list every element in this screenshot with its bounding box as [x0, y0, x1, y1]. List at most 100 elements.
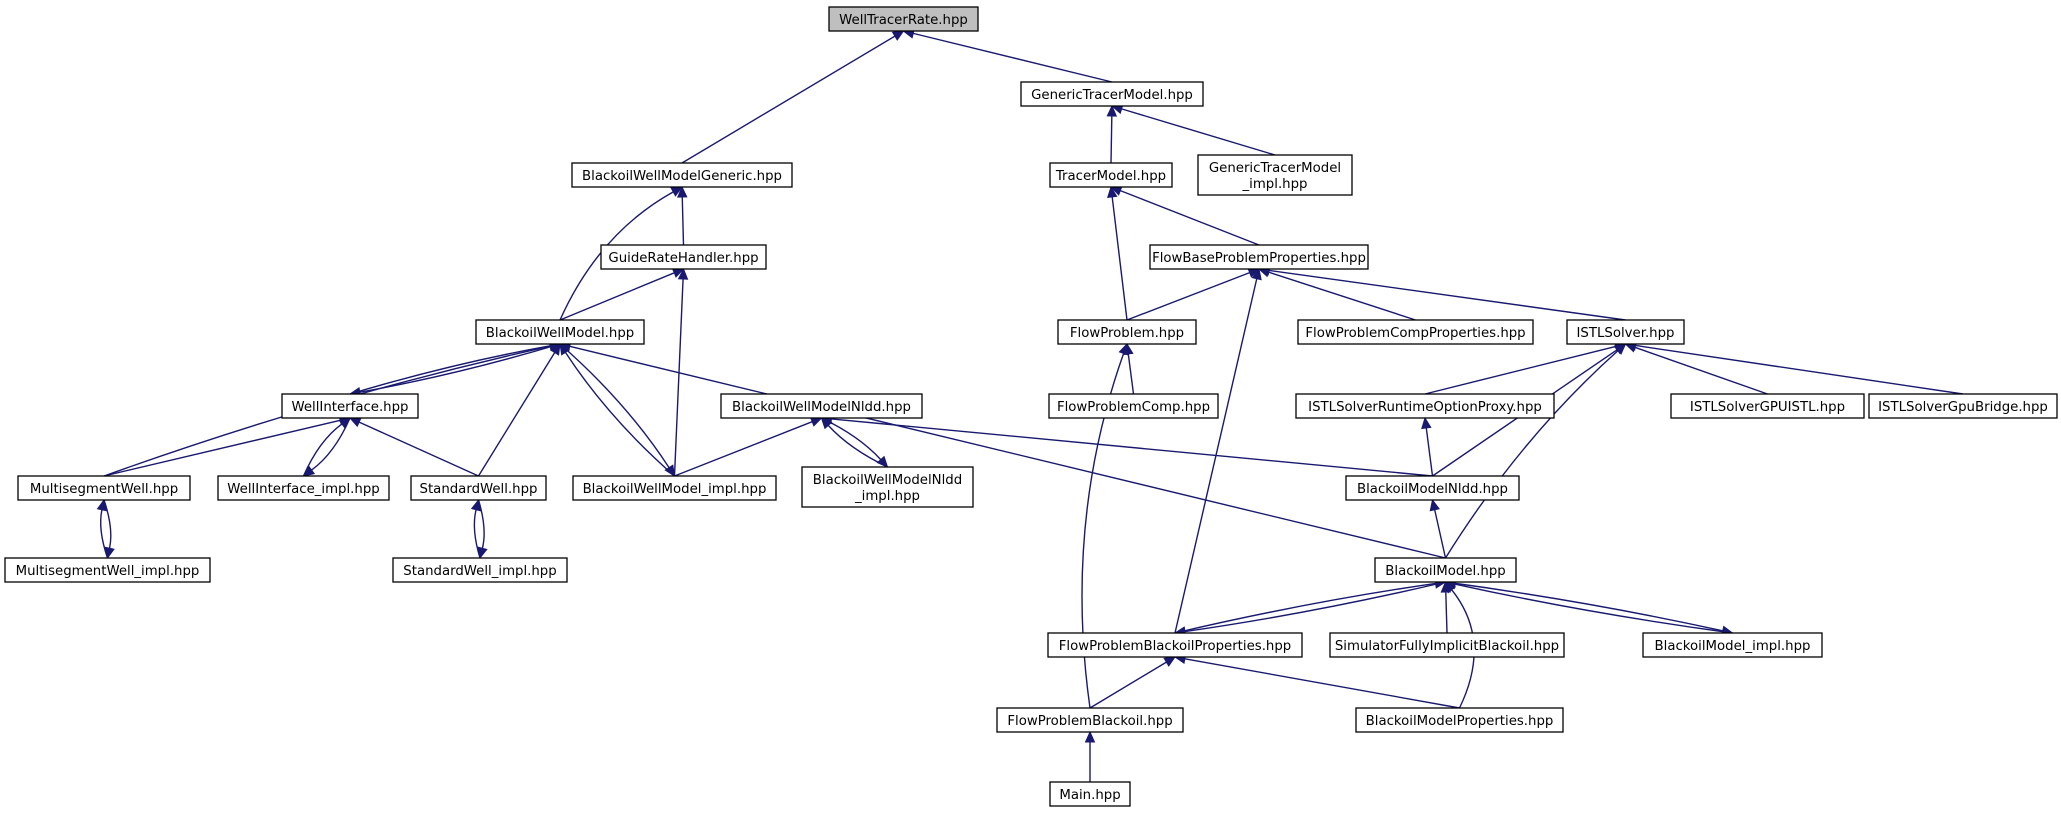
edge-line	[1120, 189, 1260, 246]
node-box	[801, 466, 974, 508]
node-box	[1374, 557, 1517, 583]
node-box	[1355, 707, 1564, 733]
node-tracermodel[interactable]: TracerModel.hpp	[1049, 162, 1173, 188]
node-istlsolvergpuistl[interactable]: ISTLSolverGPUISTL.hpp	[1670, 393, 1865, 419]
node-generictracermodel-impl[interactable]: GenericTracerModel_impl.hpp	[1197, 154, 1353, 196]
node-box	[17, 475, 191, 501]
node-label: WellTracerRate.hpp	[839, 13, 968, 28]
arrowhead-icon	[1107, 185, 1118, 199]
node-flowproblemblackoil[interactable]: FlowProblemBlackoil.hpp	[996, 707, 1184, 733]
edge-line	[477, 499, 485, 549]
edge-blackoilmodel-to-blackoilwellmodel	[558, 341, 1446, 559]
edge-line	[674, 421, 813, 477]
node-blackoilwellmodel[interactable]: BlackoilWellModel.hpp	[475, 319, 645, 345]
arrowhead-icon	[664, 464, 676, 478]
node-label: BlackoilWellModel_impl.hpp	[583, 482, 767, 497]
edge-line	[1111, 196, 1128, 321]
edge-line	[821, 417, 882, 461]
arrowhead-icon	[1118, 342, 1129, 356]
node-label: FlowProblemComp.hpp	[1057, 400, 1210, 415]
edge-line	[1121, 108, 1276, 156]
edge-line	[1424, 345, 1616, 395]
edge-wellinterface-to-blackoilwellmodel	[349, 340, 562, 395]
node-welltracerrate: WellTracerRate.hpp	[828, 6, 979, 32]
node-box	[1329, 632, 1565, 658]
node-standardwell-impl[interactable]: StandardWell_impl.hpp	[392, 557, 568, 583]
node-blackoilwellmodelnldd[interactable]: BlackoilWellModelNldd.hpp	[720, 393, 923, 419]
arrowhead-icon	[809, 416, 823, 427]
edge-line	[673, 278, 684, 477]
node-blackoilmodelnldd[interactable]: BlackoilModelNldd.hpp	[1345, 475, 1520, 501]
node-wellinterface[interactable]: WellInterface.hpp	[281, 393, 419, 419]
edge-line	[1268, 271, 1416, 321]
node-box	[392, 557, 568, 583]
arrowhead-icon	[302, 465, 316, 477]
edge-line	[681, 196, 685, 246]
edge-flowproblemcompproperties-to-flowbaseproblemproperties	[1257, 267, 1416, 321]
node-blackoilwellmodelnldd-impl[interactable]: BlackoilWellModelNldd_impl.hpp	[801, 466, 974, 508]
node-blackoilmodel[interactable]: BlackoilModel.hpp	[1374, 557, 1517, 583]
arrowhead-icon	[104, 546, 115, 560]
edge-blackoilwellmodel-impl-to-blackoilwellmodelnldd	[674, 416, 823, 477]
node-label: BlackoilModel_impl.hpp	[1655, 639, 1811, 654]
edge-line	[1634, 346, 1768, 395]
node-label: BlackoilWellModelGeneric.hpp	[582, 169, 782, 184]
node-box	[1057, 319, 1197, 345]
arrowhead-icon	[876, 455, 889, 468]
edge-blackoilwellmodelnldd-to-blackoilwellmodelnldd-impl	[821, 417, 889, 468]
edge-line	[1434, 509, 1447, 559]
edge-line	[1126, 271, 1250, 321]
arrowhead-icon	[1444, 581, 1457, 594]
edge-guideratehandler-to-blackoilwellmodelgeneric	[676, 185, 688, 246]
edge-line	[103, 499, 112, 549]
edge-flowproblem-to-flowbaseproblemproperties	[1126, 267, 1261, 321]
edge-line	[1455, 583, 1733, 634]
node-blackoilwellmodelgeneric[interactable]: BlackoilWellModelGeneric.hpp	[571, 162, 793, 188]
node-label: ISTLSolverGPUISTL.hpp	[1690, 400, 1845, 415]
edge-standardwell-to-standardwell-impl	[477, 499, 488, 560]
node-label: StandardWell_impl.hpp	[403, 564, 556, 579]
node-simulatorfullyimplicitblackoil[interactable]: SimulatorFullyImplicitBlackoil.hpp	[1329, 632, 1565, 658]
node-blackoilwellmodel-impl[interactable]: BlackoilWellModel_impl.hpp	[572, 475, 777, 501]
node-box	[571, 162, 793, 188]
arrowhead-icon	[477, 546, 488, 560]
node-box	[572, 475, 777, 501]
node-flowproblemblackoilproperties[interactable]: FlowProblemBlackoilProperties.hpp	[1047, 632, 1303, 658]
edge-multisegmentwell-to-wellinterface	[103, 415, 352, 477]
edge-line	[1184, 581, 1446, 633]
node-istlsolverruntimeoptionproxy[interactable]: ISTLSolverRuntimeOptionProxy.hpp	[1295, 393, 1555, 419]
node-flowbaseproblemproperties[interactable]: FlowBaseProblemProperties.hpp	[1149, 244, 1369, 270]
node-label: Main.hpp	[1059, 788, 1120, 803]
node-multisegmentwell[interactable]: MultisegmentWell.hpp	[17, 475, 191, 501]
node-guideratehandler[interactable]: GuideRateHandler.hpp	[600, 244, 767, 270]
edge-flowproblemblackoilproperties-to-blackoilmodel	[1174, 578, 1447, 634]
node-flowproblemcomp[interactable]: FlowProblemComp.hpp	[1048, 393, 1219, 419]
node-istlsolvergpubridge[interactable]: ISTLSolverGpuBridge.hpp	[1868, 393, 2058, 419]
edge-blackoilwellmodel-to-guideratehandler	[559, 268, 685, 321]
node-istlsolver[interactable]: ISTLSolver.hpp	[1566, 319, 1685, 345]
node-flowproblem[interactable]: FlowProblem.hpp	[1057, 319, 1197, 345]
edge-line	[1174, 582, 1436, 634]
node-wellinterface-impl[interactable]: WellInterface_impl.hpp	[217, 475, 390, 501]
node-flowproblemcompproperties[interactable]: FlowProblemCompProperties.hpp	[1297, 319, 1534, 345]
node-blackoilmodel-impl[interactable]: BlackoilModel_impl.hpp	[1642, 632, 1823, 658]
node-box	[1020, 81, 1204, 107]
node-blackoilmodelproperties[interactable]: BlackoilModelProperties.hpp	[1355, 707, 1564, 733]
node-generictracermodel[interactable]: GenericTracerModel.hpp	[1020, 81, 1204, 107]
edge-blackoilmodel-to-blackoilmodelnldd	[1429, 498, 1447, 559]
edge-line	[913, 32, 1113, 83]
edge-generictracermodel-impl-to-generictracermodel	[1110, 103, 1276, 156]
node-box	[996, 707, 1184, 733]
arrowhead-icon	[676, 185, 688, 198]
node-box	[1049, 781, 1131, 807]
node-box	[1566, 319, 1685, 345]
node-label: BlackoilWellModelNldd.hpp	[732, 400, 911, 415]
node-main[interactable]: Main.hpp	[1049, 781, 1131, 807]
arrowhead-icon	[1421, 416, 1432, 430]
node-standardwell[interactable]: StandardWell.hpp	[410, 475, 547, 501]
node-box	[1642, 632, 1823, 658]
node-box	[1149, 244, 1369, 270]
node-box	[217, 475, 390, 501]
arrowhead-icon	[1614, 343, 1627, 355]
node-multisegmentwell-impl[interactable]: MultisegmentWell_impl.hpp	[4, 557, 211, 583]
